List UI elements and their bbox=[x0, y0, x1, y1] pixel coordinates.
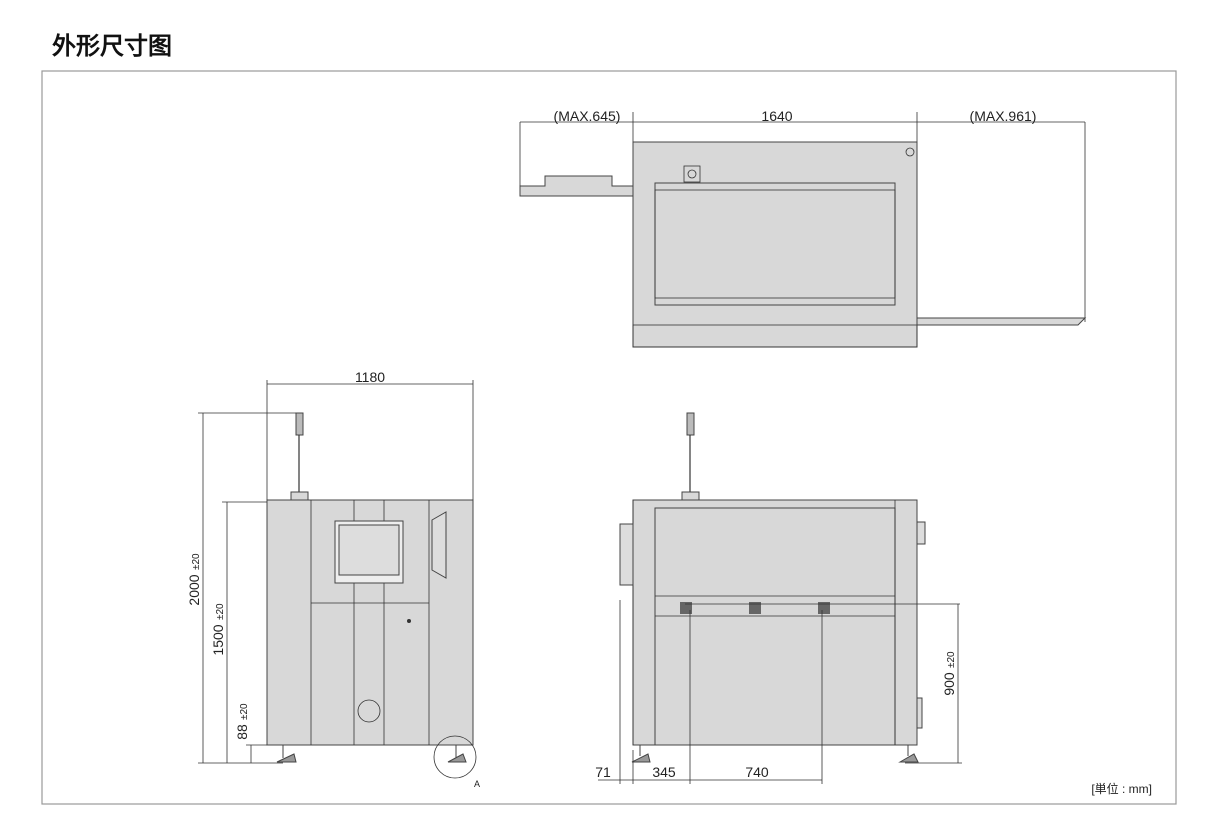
dim-left: (MAX.645) bbox=[554, 108, 621, 124]
front-view: A 1180 2000 ±20 1500 ±20 88 ±20 bbox=[186, 369, 480, 789]
svg-text:900: 900 bbox=[941, 672, 957, 696]
unit-label: [単位 : mm] bbox=[1091, 781, 1152, 796]
right-rail bbox=[916, 317, 1087, 326]
svg-text:2000: 2000 bbox=[186, 574, 202, 605]
side-view: 900 ±20 71 345 740 bbox=[595, 412, 962, 784]
inspection-window bbox=[654, 182, 896, 306]
svg-text:±20: ±20 bbox=[191, 553, 202, 570]
dim-right: (MAX.961) bbox=[970, 108, 1037, 124]
svg-text:71: 71 bbox=[595, 764, 611, 780]
svg-text:345: 345 bbox=[652, 764, 676, 780]
top-view: (MAX.645) 1640 (MAX.961) bbox=[519, 108, 1087, 348]
drawing-frame bbox=[41, 70, 1177, 805]
page-title: 外形尺寸图 bbox=[52, 32, 172, 60]
dim-center: 1640 bbox=[761, 108, 792, 124]
left-tray bbox=[519, 175, 639, 197]
svg-text:740: 740 bbox=[745, 764, 769, 780]
svg-text:±20: ±20 bbox=[239, 703, 250, 720]
dim-width: 1180 bbox=[355, 369, 385, 385]
svg-text:88: 88 bbox=[234, 724, 250, 740]
detail-label: A bbox=[474, 779, 480, 789]
svg-text:1500: 1500 bbox=[210, 624, 226, 655]
svg-text:±20: ±20 bbox=[215, 603, 226, 620]
svg-text:±20: ±20 bbox=[946, 651, 957, 668]
